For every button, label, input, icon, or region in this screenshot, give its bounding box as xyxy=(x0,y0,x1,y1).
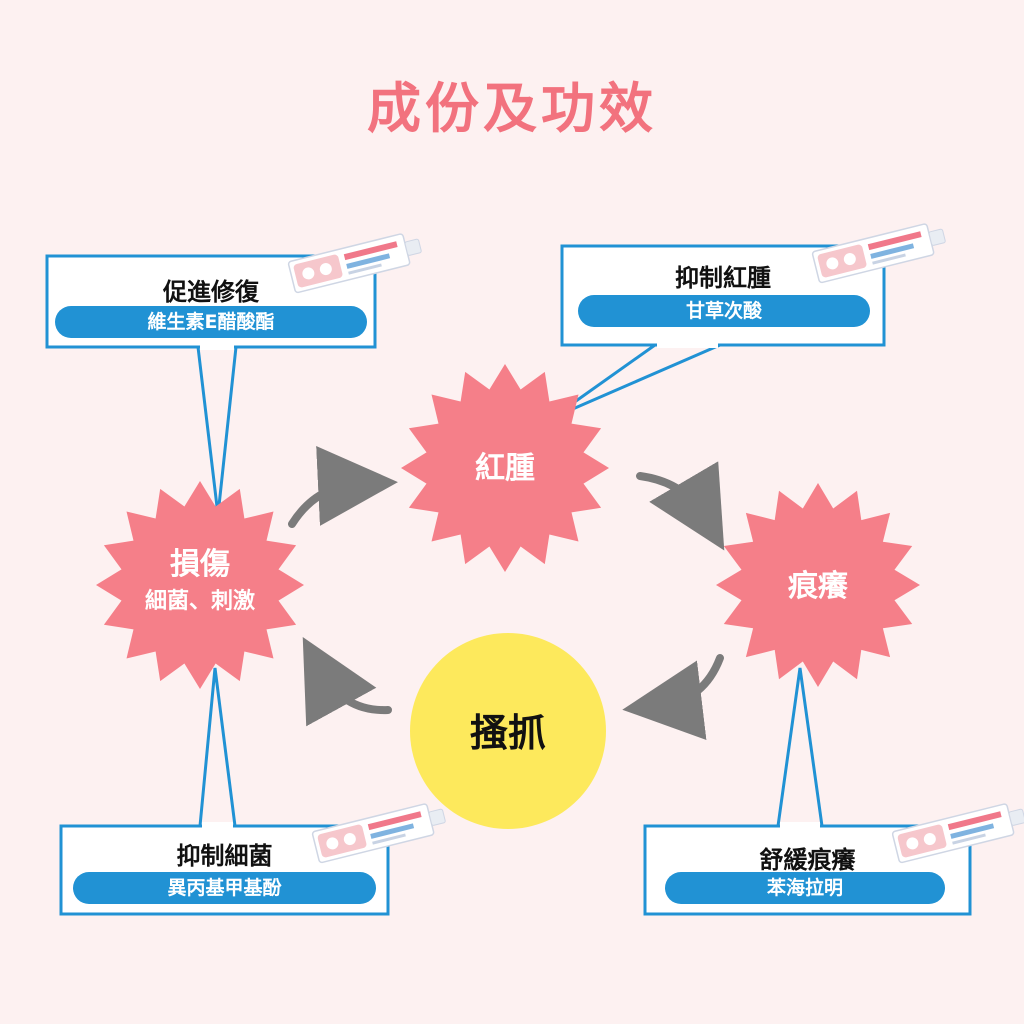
callout-anti-red: 抑制紅腫 甘草次酸 xyxy=(562,246,884,345)
page-title: 成份及功效 xyxy=(367,77,657,140)
connector-anti-red xyxy=(551,343,721,420)
toothpaste-tube-icon xyxy=(311,803,446,864)
node-redness: 紅腫 xyxy=(475,451,535,486)
callout-repair-ingredient: 維生素E醋酸酯 xyxy=(55,306,367,338)
node-damage: 損傷 細菌、刺激 xyxy=(100,545,300,617)
node-damage-label: 損傷 xyxy=(170,547,230,582)
burst-damage xyxy=(96,481,304,689)
burst-itch xyxy=(716,483,920,687)
toothpaste-tube-icon xyxy=(811,223,946,284)
callout-anti-red-ingredient: 甘草次酸 xyxy=(578,295,870,327)
callout-soothe-title: 舒緩痕癢 xyxy=(759,846,856,874)
scratch-circle xyxy=(410,633,606,829)
node-scratch: 搔抓 xyxy=(469,711,546,755)
node-damage-sub: 細菌、刺激 xyxy=(144,589,255,614)
connector-anti-bac xyxy=(198,667,237,827)
callout-anti-bac-ingredient: 異丙基甲基酚 xyxy=(73,872,376,904)
burst-redness xyxy=(401,364,609,572)
arrow-scratch-to-damage xyxy=(302,636,392,727)
arrow-damage-to-redness xyxy=(288,445,398,528)
arrow-itch-to-scratch xyxy=(622,654,724,740)
callout-soothe-ingredient: 苯海拉明 xyxy=(665,872,945,904)
toothpaste-tube-icon xyxy=(287,233,422,294)
connector-soothe xyxy=(776,667,824,827)
callout-anti-bac: 抑制細菌 異丙基甲基酚 xyxy=(61,826,388,914)
callout-repair-title: 促進修復 xyxy=(163,278,259,306)
callout-repair: 促進修復 維生素E醋酸酯 xyxy=(47,256,375,347)
callout-anti-bac-title: 抑制細菌 xyxy=(176,842,273,870)
toothpaste-tube-icon xyxy=(891,803,1024,864)
callout-soothe: 舒緩痕癢 苯海拉明 xyxy=(645,826,970,914)
callout-anti-red-title: 抑制紅腫 xyxy=(675,264,771,292)
node-itch: 痕癢 xyxy=(788,569,848,604)
arrow-redness-to-itch xyxy=(636,461,725,551)
